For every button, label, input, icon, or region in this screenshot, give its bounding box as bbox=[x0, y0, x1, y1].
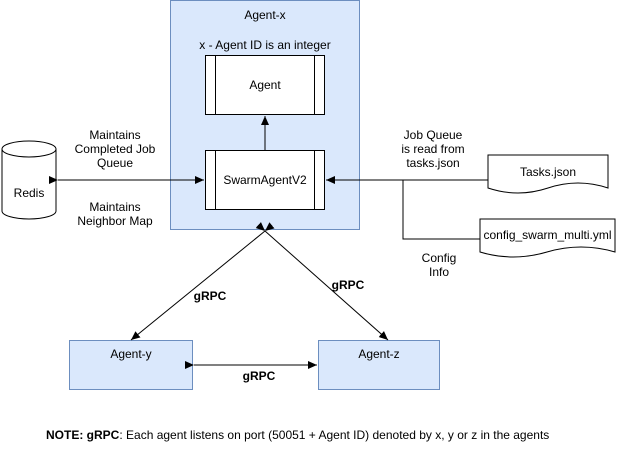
grpc-left-label: gRPC bbox=[193, 289, 227, 303]
tasks-document-label: Tasks.json bbox=[519, 165, 577, 179]
grpc-x-y-arrow bbox=[130, 222, 275, 341]
config-document-label: config_swarm_multi.yml bbox=[483, 228, 612, 242]
agent-y-label: Agent-y bbox=[110, 347, 152, 361]
redis-note-line1: Maintains bbox=[89, 128, 141, 142]
redis-label: Redis bbox=[13, 186, 45, 200]
config-document-shape bbox=[479, 218, 616, 258]
job-queue-note-line1: Job Queue bbox=[403, 128, 463, 142]
job-queue-note-line2: is read from bbox=[401, 142, 465, 156]
agent-z-box: Agent-z bbox=[318, 340, 440, 390]
footnote: NOTE: gRPC: Each agent listens on port (… bbox=[46, 428, 549, 442]
config-note-line2: Info bbox=[428, 265, 449, 279]
agent-x-subtitle: x - Agent ID is an integer bbox=[199, 38, 331, 52]
tasks-document-shape bbox=[487, 154, 609, 194]
redis-note-line5: Neighbor Map bbox=[77, 214, 153, 228]
grpc-x-z-arrow bbox=[255, 222, 389, 341]
agent-x-title: Agent-x bbox=[244, 8, 286, 22]
swarm-agent-box: SwarmAgentV2 bbox=[205, 150, 325, 210]
config-connector-line bbox=[402, 180, 480, 240]
swarm-agent-label: SwarmAgentV2 bbox=[223, 173, 307, 187]
config-note-line1: Config bbox=[421, 251, 457, 265]
agent-process-label: Agent bbox=[249, 78, 281, 92]
grpc-right-label: gRPC bbox=[331, 278, 365, 292]
redis-note-line2: Completed Job bbox=[74, 142, 156, 156]
footnote-prefix: NOTE: gRPC bbox=[46, 428, 120, 442]
grpc-bottom-label: gRPC bbox=[242, 369, 276, 383]
job-queue-note-line3: tasks.json bbox=[406, 156, 460, 170]
agent-z-label: Agent-z bbox=[358, 347, 400, 361]
agent-process-box: Agent bbox=[205, 55, 325, 115]
footnote-text: : Each agent listens on port (50051 + Ag… bbox=[119, 428, 550, 442]
redis-note-line4: Maintains bbox=[89, 200, 141, 214]
redis-note-line3: Queue bbox=[96, 156, 134, 170]
redis-cylinder bbox=[1, 140, 57, 220]
